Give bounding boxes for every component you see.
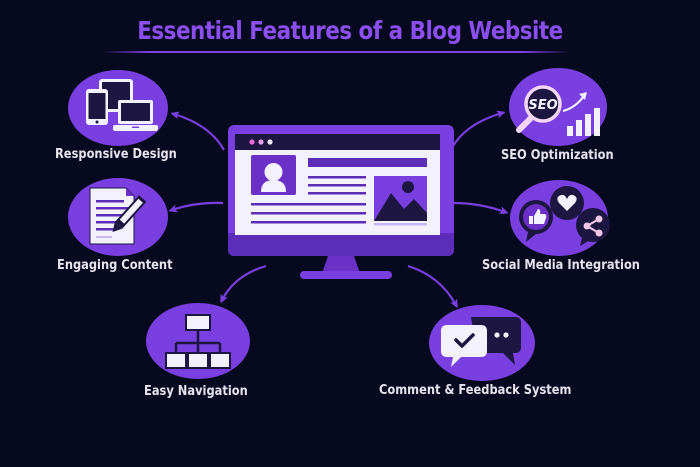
arrow-to-social-media — [452, 201, 505, 212]
feature-comment-feedback-system: Comment & Feedback System — [375, 305, 595, 405]
arrow-to-comment-feedback — [407, 264, 456, 305]
arrow-to-seo-optimization — [451, 113, 502, 149]
page-title: Essential Features of a Blog Website — [137, 16, 563, 45]
document-pencil-icon — [89, 187, 147, 245]
center-monitor — [228, 125, 454, 279]
social-media-integration-label: Social Media Integration — [482, 258, 640, 273]
engaging-content-label: Engaging Content — [57, 258, 173, 273]
responsive-design-label: Responsive Design — [55, 147, 177, 162]
feature-seo-optimization: SEO SEO Optimization — [500, 68, 650, 168]
arrow-to-easy-navigation — [222, 264, 267, 300]
easy-navigation-label: Easy Navigation — [144, 384, 248, 399]
svg-text:SEO: SEO — [528, 98, 557, 113]
feature-easy-navigation: Easy Navigation — [143, 303, 283, 403]
seo-magnifier-chart-icon: SEO — [516, 85, 600, 136]
comment-feedback-label: Comment & Feedback System — [379, 383, 572, 398]
sitemap-icon — [165, 314, 231, 369]
seo-optimization-label: SEO Optimization — [501, 148, 614, 163]
arrow-to-responsive-design — [174, 114, 225, 151]
arrow-to-engaging-content — [172, 201, 224, 210]
feature-engaging-content: Engaging Content — [55, 178, 225, 278]
chat-check-icon — [441, 317, 521, 367]
feature-social-media-integration: Social Media Integration — [480, 180, 660, 280]
feature-responsive-design: Responsive Design — [55, 70, 225, 170]
title-underline — [102, 51, 570, 53]
social-bubbles-icon — [519, 186, 610, 246]
devices-icon — [86, 79, 158, 131]
